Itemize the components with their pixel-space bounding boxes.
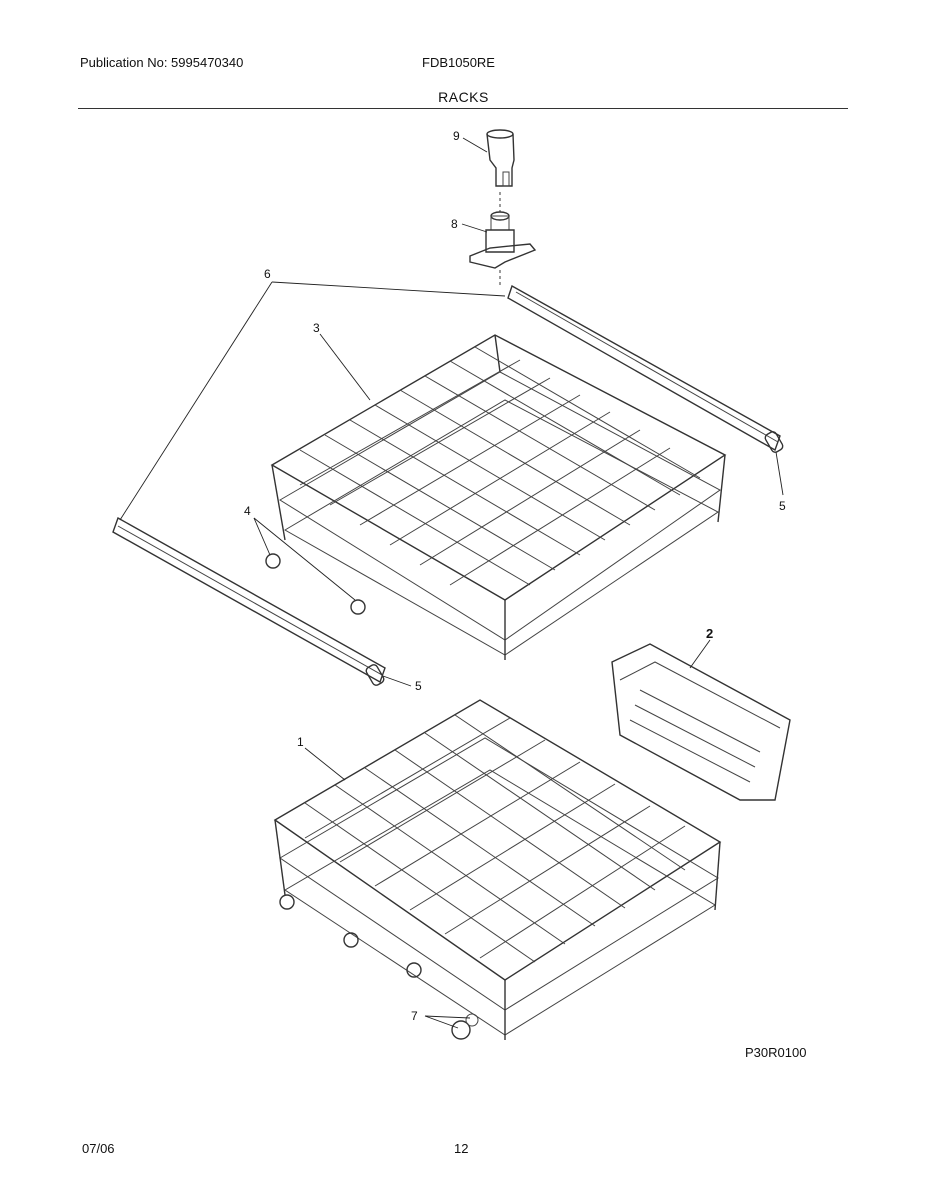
section-title: RACKS [438,89,489,105]
callout-5-right: 5 [779,499,786,513]
callout-1: 1 [297,735,304,749]
callout-9: 9 [453,129,460,143]
model-number: FDB1050RE [422,55,495,70]
part-5-end-cap-right [764,431,784,453]
callout-leaders [119,137,784,1029]
part-8-connector [469,211,537,286]
page-number: 12 [454,1141,469,1156]
callout-3: 3 [313,321,320,335]
callout-8: 8 [451,217,458,231]
callout-5-left: 5 [415,679,422,693]
callout-6: 6 [264,267,271,281]
footer-date: 07/06 [82,1141,115,1156]
callout-7: 7 [411,1009,418,1023]
diagram-code: P30R0100 [745,1045,807,1060]
publication-number: Publication No: 5995470340 [80,55,244,70]
callout-2: 2 [706,626,713,641]
part-6-rail-left [112,516,386,684]
header-divider [78,108,848,109]
part-2-silverware-basket [611,643,791,801]
part-5-end-cap-left [365,664,385,686]
part-4-rack-wheels [265,553,366,615]
part-1-lower-rack [273,699,722,1040]
part-7-lower-wheels [451,1013,479,1040]
part-3-upper-rack [270,334,727,660]
part-9-nozzle [486,129,515,212]
callout-4: 4 [244,504,251,518]
part-6-rail-right [507,284,781,452]
